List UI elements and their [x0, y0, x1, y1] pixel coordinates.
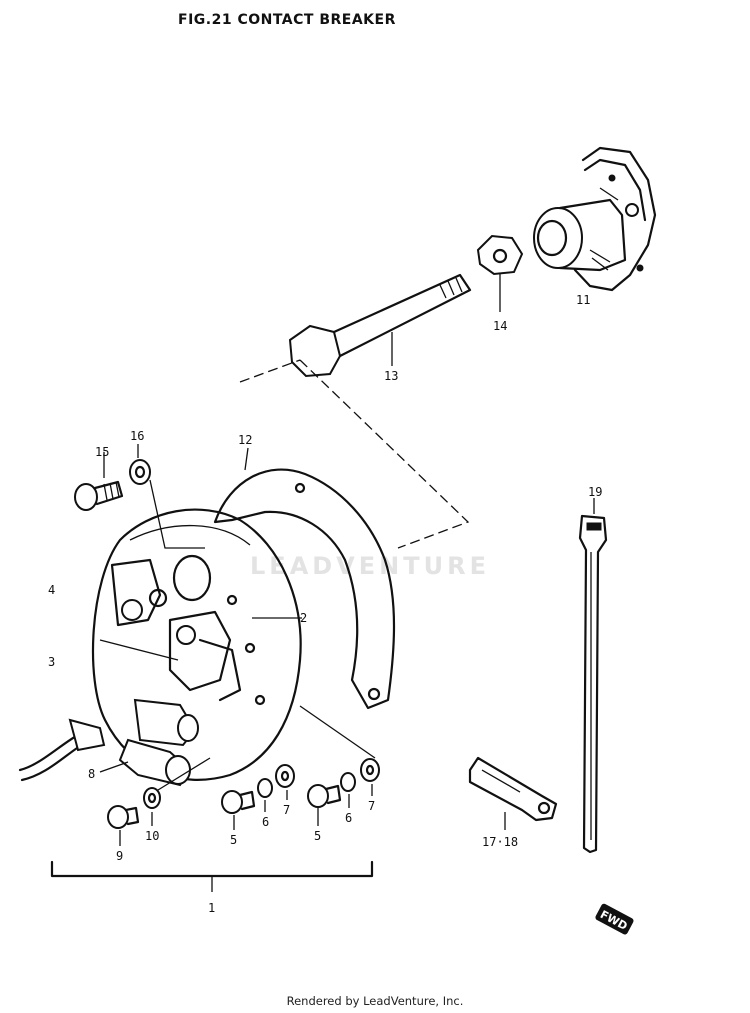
part-1-bracket: [50, 860, 374, 878]
part-10-washer: [143, 787, 161, 826]
callout-17-18: 17·18: [482, 835, 518, 849]
part-7-washer-b: [360, 758, 380, 796]
callout-6a: 6: [262, 815, 269, 829]
part-17-18-bracket: [468, 756, 558, 830]
footer-credit: Rendered by LeadVenture, Inc.: [286, 994, 464, 1008]
callout-9: 9: [116, 849, 123, 863]
figure-title: FIG.21 CONTACT BREAKER: [178, 12, 396, 28]
callout-5b: 5: [314, 829, 321, 843]
callout-6b: 6: [345, 811, 352, 825]
callout-10: 10: [145, 829, 159, 843]
callout-12: 12: [238, 433, 252, 447]
part-7-washer-a: [275, 764, 295, 800]
part-9-screw: [107, 805, 140, 846]
watermark-text: LEADVENTURE: [250, 552, 490, 580]
callout-4: 4: [48, 583, 55, 597]
contact-points-assembly: [99, 558, 242, 702]
callout-2: 2: [300, 611, 307, 625]
part-16-washer: [129, 444, 151, 485]
part-12-gasket: [213, 447, 396, 710]
callout-13: 13: [384, 369, 398, 383]
callout-11: 11: [576, 293, 590, 307]
plate-to-washer-leader: [299, 705, 376, 759]
callout-7b: 7: [368, 799, 375, 813]
lead-wire: [18, 718, 106, 782]
callout-19: 19: [588, 485, 602, 499]
washer-leader: [149, 479, 205, 549]
callout-8: 8: [88, 767, 95, 781]
part-6-washer-a: [257, 778, 273, 812]
part-11-cam-housing: [533, 146, 657, 292]
callout-1: 1: [208, 901, 215, 915]
fwd-badge: FWD: [595, 903, 634, 935]
part-14-nut: [476, 234, 524, 312]
part-13-bolt: [288, 273, 472, 378]
callout-16: 16: [130, 429, 144, 443]
part-6-washer-b: [340, 772, 356, 808]
part-15-screw: [74, 452, 124, 511]
part-8-condenser: [99, 698, 199, 787]
callout-7a: 7: [283, 803, 290, 817]
callout-14: 14: [493, 319, 507, 333]
assembly-leader-line: [239, 359, 470, 549]
callout-15: 15: [95, 445, 109, 459]
condenser-leader: [157, 757, 211, 791]
part-5-screw-a: [221, 790, 256, 830]
part-19-cable-tie: [578, 498, 608, 854]
callout-5a: 5: [230, 833, 237, 847]
callout-3: 3: [48, 655, 55, 669]
part-2-base-plate: [91, 508, 302, 781]
part-5-screw-b: [307, 784, 342, 826]
